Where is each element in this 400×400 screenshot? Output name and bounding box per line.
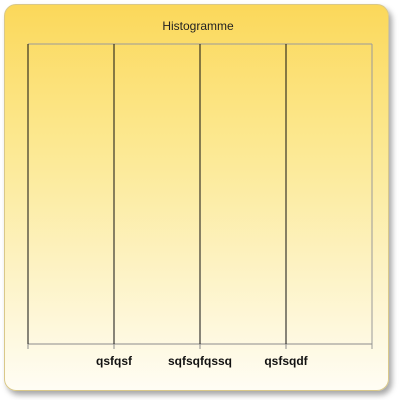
x-tick-label-2: sqfsqfqssq bbox=[168, 354, 232, 368]
chart-title: Histogramme bbox=[162, 19, 234, 33]
x-tick-labels: qsfqsf sqfsqfqssq qsfsqdf bbox=[96, 354, 309, 368]
category-dividers bbox=[27, 44, 287, 349]
x-tick-label-1: qsfqsf bbox=[96, 354, 133, 368]
x-axis-ticks bbox=[27, 344, 287, 349]
chart-panel bbox=[4, 4, 389, 391]
x-tick-label-3: qsfsqdf bbox=[264, 354, 308, 368]
